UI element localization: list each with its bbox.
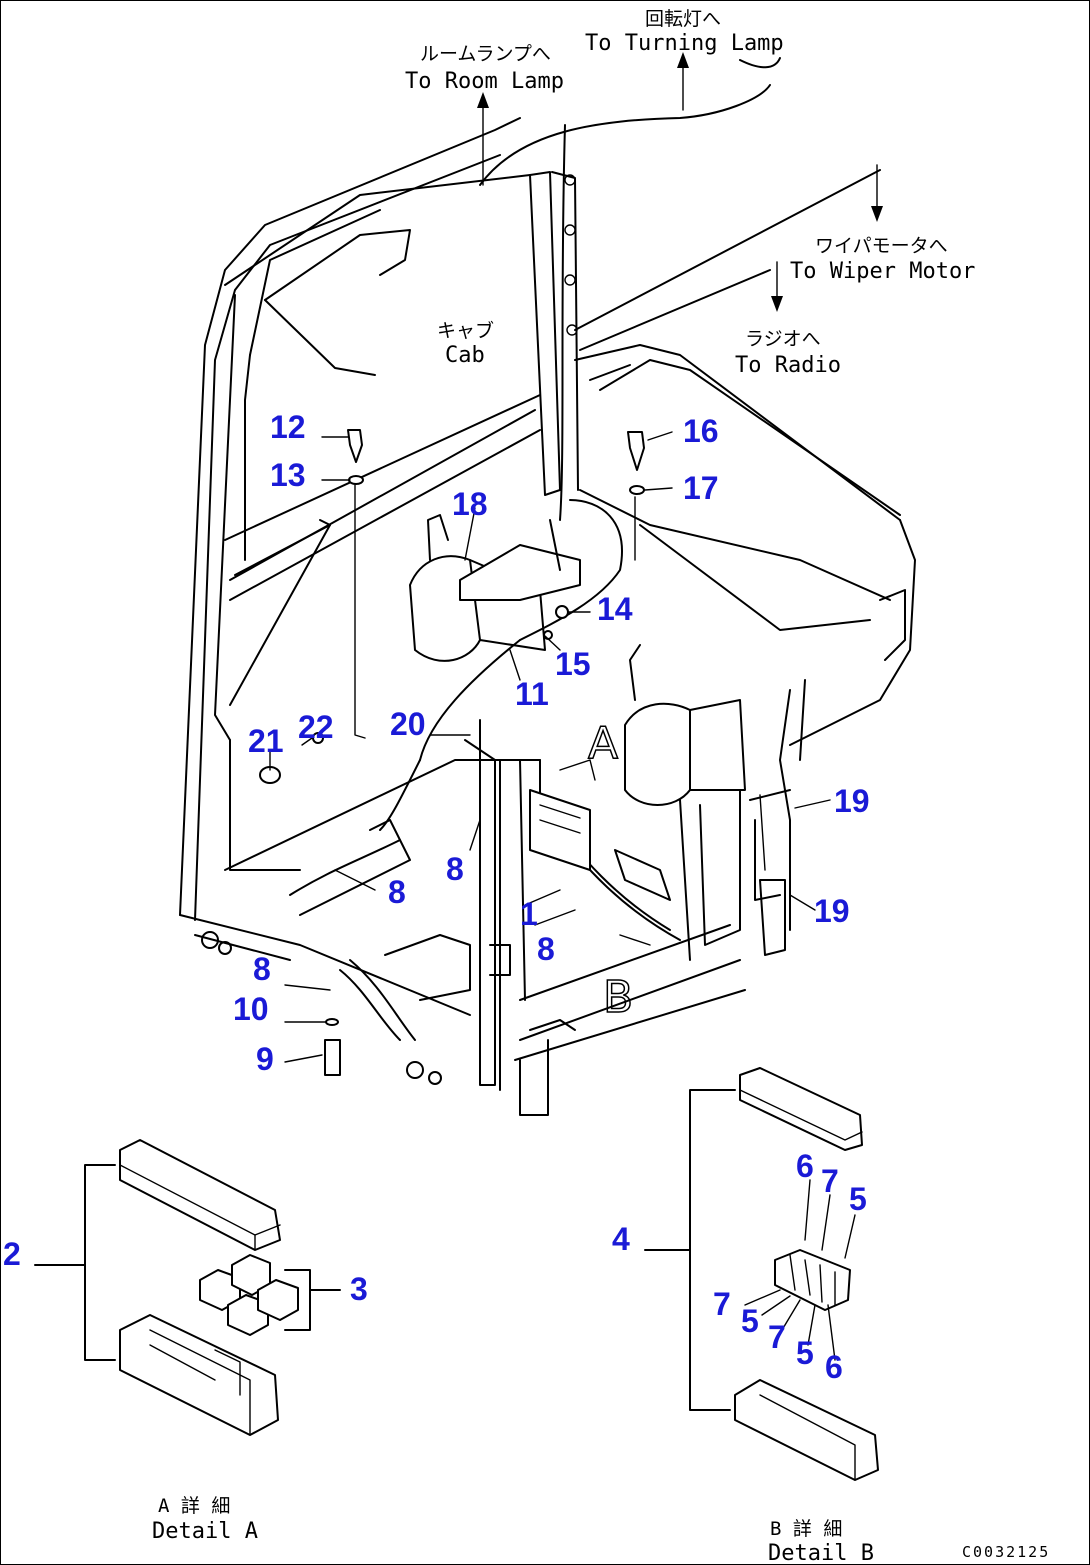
callout-8-center: 8 [446,851,464,887]
detail-b-label-jp: B 詳 細 [770,1518,842,1540]
callout-6-bottom: 6 [825,1349,843,1385]
detail-b-label-en: Detail B [768,1541,874,1565]
detail-labels: A 詳 細 Detail A B 詳 細 Detail B [152,1495,874,1565]
callout-18: 18 [452,486,488,522]
cab-frame [179,117,916,1116]
turning-lamp-note-en: To Turning Lamp [585,31,784,56]
wiring-harness [259,57,781,1076]
callout-1: 1 [520,896,538,932]
callout-8-floor: 8 [388,874,406,910]
callout-17: 17 [683,470,719,506]
room-lamp-note-en: To Room Lamp [405,69,564,94]
callout-3: 3 [350,1271,368,1307]
callout-5-top: 5 [849,1181,867,1217]
wiper-motor-note-jp: ワイパモータへ [815,235,948,257]
destination-arrows [477,52,883,312]
callout-7-mid: 7 [768,1319,786,1355]
leader-lines [269,431,831,1063]
callout-19-lower: 19 [814,893,850,929]
turning-lamp-note-jp: 回転灯へ [645,8,721,30]
callout-21: 21 [248,723,284,759]
destination-notes: 回転灯へ To Turning Lamp ルームランプへ To Room Lam… [405,8,975,378]
callout-4: 4 [612,1221,630,1257]
detail-a-label-en: Detail A [152,1519,258,1544]
room-lamp-note-jp: ルームランプへ [420,43,551,65]
callouts: 12 13 16 17 18 14 15 11 20 21 22 19 8 8 … [3,409,870,1385]
callout-6-top: 6 [796,1148,814,1184]
cab-note-jp: キャブ [437,319,494,342]
wiper-motor-note-en: To Wiper Motor [790,259,975,284]
detail-marker-a: A [588,718,618,769]
callout-16: 16 [683,413,719,449]
callout-5-left: 5 [741,1303,759,1339]
callout-14: 14 [597,591,633,627]
callout-8-left: 8 [253,951,271,987]
callout-12: 12 [270,409,306,445]
callout-2: 2 [3,1236,21,1272]
radio-note-jp: ラジオへ [745,328,821,350]
callout-9: 9 [256,1041,274,1077]
callout-11: 11 [515,676,549,712]
callout-7-top: 7 [821,1163,839,1199]
callout-10: 10 [233,991,269,1027]
detail-markers: A B [587,717,634,1024]
radio-note-en: To Radio [735,353,841,378]
callout-22: 22 [298,709,334,745]
detail-a-label-jp: A 詳 細 [158,1495,230,1517]
callout-8-right: 8 [537,931,555,967]
detail-a-exploded [34,1139,341,1436]
callout-19-upper: 19 [834,783,870,819]
detail-marker-b: B [603,972,633,1023]
cab-note-en: Cab [445,343,485,368]
callout-5-mid: 5 [796,1335,814,1371]
drawing-code: C0032125 [962,1543,1050,1561]
callout-15: 15 [555,646,591,682]
callout-13: 13 [270,457,306,493]
callout-20: 20 [390,706,426,742]
callout-7-left: 7 [713,1286,731,1322]
detail-b-exploded [644,1067,879,1481]
